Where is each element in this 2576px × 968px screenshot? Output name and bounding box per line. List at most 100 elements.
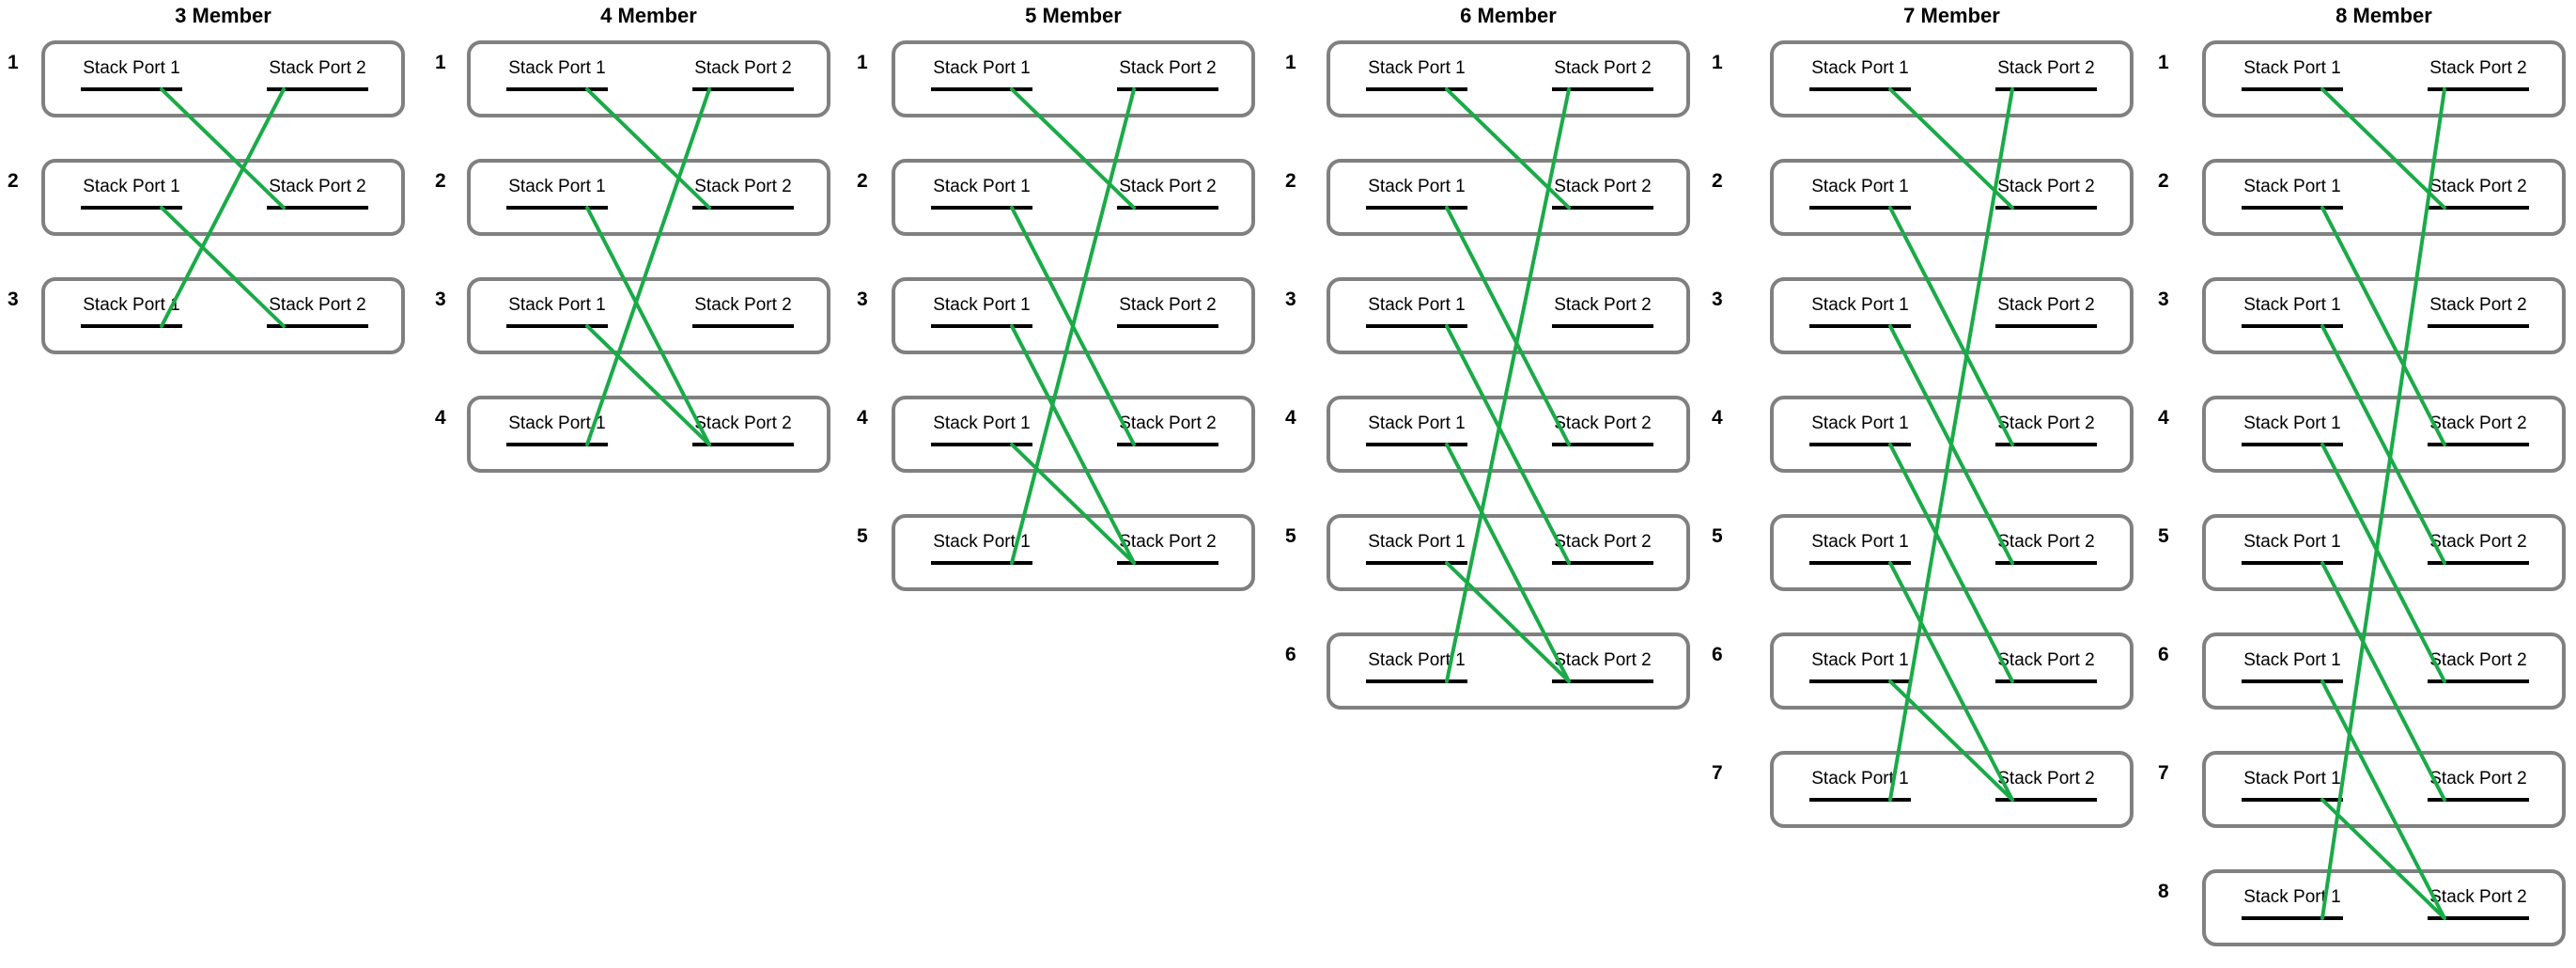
stack-port-1-label: Stack Port 1 [933,414,1031,433]
member-number: 3 [8,289,19,310]
stack-port-1-label: Stack Port 1 [508,295,606,315]
switch-box [892,40,1255,117]
switch-box [2202,159,2566,236]
switch-box [41,40,405,117]
stack-port-1-label: Stack Port 1 [2243,177,2341,196]
member-number: 1 [857,52,868,73]
switch-box [41,277,405,354]
stack-cable [1888,561,2014,802]
member-number: 5 [2158,525,2169,547]
stack-title: 5 Member [1025,4,1122,27]
switch-box [2202,751,2566,828]
member-switch: Stack Port 1 Stack Port 2 [892,40,1255,117]
switch-box [2202,277,2566,354]
stack-port-1-label: Stack Port 1 [83,58,180,78]
stack-cable [1010,87,1136,210]
switch-box [1327,396,1690,473]
switch-box [1327,632,1690,710]
stack-port-1-label: Stack Port 1 [1368,177,1466,196]
member-number: 2 [1712,170,1723,192]
stack-port-1-label: Stack Port 1 [1368,414,1466,433]
stack-port-1-label: Stack Port 1 [933,58,1031,78]
switch-box [467,396,830,473]
stack-port-1-label: Stack Port 1 [1811,532,1909,552]
stack-port-2-label: Stack Port 2 [1997,177,2095,196]
member-switch: Stack Port 1 Stack Port 2 [1327,396,1690,473]
member-number: 2 [1285,170,1296,192]
member-number: 3 [1712,289,1723,310]
stack-port-1-label: Stack Port 1 [2243,887,2341,907]
stack-cable [1445,443,1571,683]
switch-box [892,396,1255,473]
stack-port-2-label: Stack Port 2 [1554,532,1652,552]
stack-port-1-label: Stack Port 1 [1811,769,1909,788]
stack-port-1-label: Stack Port 1 [508,177,606,196]
stack-title: 7 Member [1903,4,2000,27]
stack-port-2-label: Stack Port 2 [1997,650,2095,670]
member-number: 4 [435,407,446,429]
switch-box [467,40,830,117]
switch-box [467,159,830,236]
stack-cable [1010,324,1136,565]
stack-title: 6 Member [1460,4,1557,27]
member-number: 3 [2158,289,2169,310]
switch-box [1770,632,2134,710]
stack-port-1-label: Stack Port 1 [1811,295,1909,315]
member-number: 1 [2158,52,2169,73]
stack-port-1-label: Stack Port 1 [83,295,180,315]
stack-cable [585,87,711,210]
stack-cable [585,87,711,446]
member-number: 3 [435,289,446,310]
stack-cable [2320,679,2446,920]
member-number: 1 [435,52,446,73]
stack-port-2-label: Stack Port 2 [2429,295,2527,315]
stack-port-1-label: Stack Port 1 [2243,58,2341,78]
stack-cable [2320,87,2446,920]
stack-cable [585,206,711,446]
stack-cable [160,87,286,328]
switch-box [1770,40,2134,117]
switch-box [2202,514,2566,591]
switch-box [892,277,1255,354]
switch-box [467,277,830,354]
switch-box [41,159,405,236]
stack-port-2-label: Stack Port 2 [694,177,792,196]
member-number: 3 [1285,289,1296,310]
stack-port-1-label: Stack Port 1 [933,177,1031,196]
switch-box [2202,396,2566,473]
stack-port-2-label: Stack Port 2 [1119,58,1217,78]
stack-cable [1888,87,2014,210]
stack-title: 3 Member [175,4,272,27]
switch-box [1770,159,2134,236]
member-number: 1 [8,52,19,73]
member-number: 7 [2158,762,2169,784]
stack-port-2-label: Stack Port 2 [2429,650,2527,670]
stack-cable [2320,324,2446,565]
member-switch: Stack Port 1 Stack Port 2 [2202,632,2566,710]
switch-box [2202,632,2566,710]
stack-port-2-label: Stack Port 2 [1119,295,1217,315]
stack-port-2-label: Stack Port 2 [1554,414,1652,433]
stack-cable [2320,443,2446,683]
member-number: 6 [1285,644,1296,665]
member-number: 4 [2158,407,2169,429]
stack-port-1-label: Stack Port 1 [2243,650,2341,670]
switch-box [1327,277,1690,354]
stack-cable [1888,679,2014,802]
stack-port-1-label: Stack Port 1 [1811,414,1909,433]
